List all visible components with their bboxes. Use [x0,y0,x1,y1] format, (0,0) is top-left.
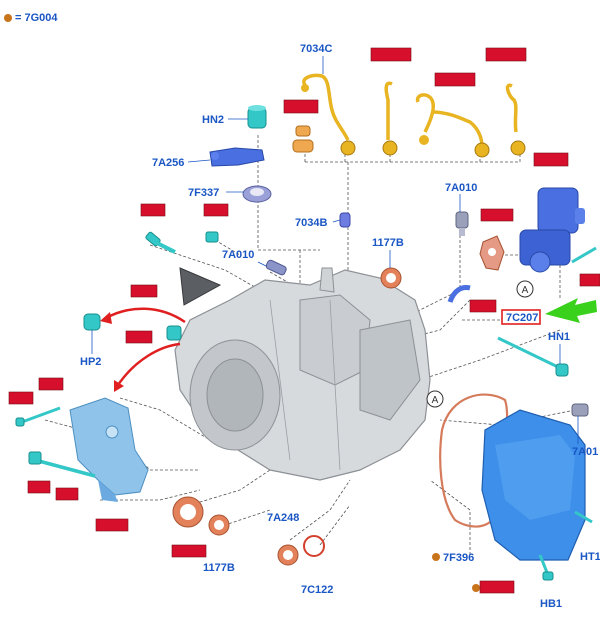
label-7034b: 7034B [295,217,327,229]
redacted-label [171,544,207,558]
label-7a01-right: 7A01 [572,446,598,458]
callout-circle-a-lower: A [426,390,444,408]
bolt-top-left-2 [205,231,219,243]
copper-seal-1177b-bottom [208,514,230,536]
gold-tube-7034c [301,73,356,156]
label-1177b-top: 1177B [372,237,404,249]
transmission-housing [174,267,431,481]
redacted-label [469,299,497,313]
label-hp2: HP2 [80,356,101,368]
redacted-label [283,99,319,114]
part-labels: 7034C HN2 7A256 7F337 7A010 7034B 1177B … [80,43,600,610]
grey-triangle-plate [179,267,222,306]
label-ht1: HT1 [580,551,600,563]
sensor-7a010-mid [265,259,287,276]
label-7a010-top: 7A010 [445,182,477,194]
cap-hp2 [83,313,101,331]
redacted-label [140,203,166,217]
grey-plug-7a01 [571,403,589,417]
copper-seal-large [172,496,204,528]
label-ticks [91,56,579,444]
redacted-label [533,152,569,167]
redacted-label [203,203,229,217]
seal-7f337 [242,185,272,203]
label-7a256: 7A256 [152,157,184,169]
redacted-label [95,518,129,532]
copper-seal-7a248 [277,544,299,566]
legend-text: = 7G004 [15,12,58,24]
redacted-label [55,487,79,501]
o-ring-7c122 [303,535,325,557]
label-7f337: 7F337 [188,187,219,199]
bolt-left-small [15,406,61,427]
label-7c207: 7C207 [506,312,538,324]
label-1177b-bottom: 1177B [203,562,235,574]
blue-bracket-left [69,397,149,502]
label-7a248: 7A248 [267,512,299,524]
green-pointer-arrow [545,298,597,323]
bolt-right-small [571,246,597,264]
gasket-copper-7a [479,235,505,271]
redacted-label [370,47,412,62]
bolt-ht1 [574,510,593,524]
cap-mid [166,325,182,341]
bolt-top-left-1 [145,231,176,254]
orange-fitting [292,125,314,153]
blue-hose [447,285,471,303]
redacted-label [27,480,51,494]
red-arrowheads [100,312,124,392]
redacted-labels [8,47,600,594]
bolt-hb1 [538,554,554,581]
redacted-label [38,377,64,391]
gold-tube-4 [505,83,526,156]
label-7034c: 7034C [300,43,332,55]
blue-plug-7034b [339,212,351,228]
callout-a-lower-text: A [432,395,439,406]
redacted-label [125,330,153,344]
legend: = 7G004 [4,12,58,24]
redacted-label [434,72,476,87]
gold-tube-3 [415,93,490,158]
bolt-left-long [28,451,96,478]
copper-seal-1177b [380,267,402,289]
sensor-7a010-top [455,211,469,236]
gold-tube-2 [382,81,398,156]
red-callout-arrows [105,307,186,386]
redacted-label [579,273,600,287]
oil-pan [481,409,586,561]
label-hn1: HN1 [548,331,570,343]
rod-hn1 [497,336,569,377]
legend-dot-bottom [472,584,480,592]
cyan-cap-hn2 [247,105,267,129]
label-7c122: 7C122 [301,584,333,596]
callout-circle-a-upper: A [516,280,534,298]
label-7a010-mid: 7A010 [222,249,254,261]
label-7f396: 7F396 [443,552,474,564]
callout-a-upper-text: A [522,285,529,296]
redacted-label [485,47,527,62]
redacted-label [130,284,158,298]
bracket-7a256 [209,147,265,167]
legend-dot-7f396 [432,553,440,561]
redacted-label [480,208,514,222]
label-hb1: HB1 [540,598,562,610]
label-7c207-highlight [501,309,541,325]
redacted-label [8,391,34,405]
blue-actuator [519,187,585,273]
label-hn2: HN2 [202,114,224,126]
legend-dot-icon [4,14,12,23]
redacted-label [479,580,515,594]
